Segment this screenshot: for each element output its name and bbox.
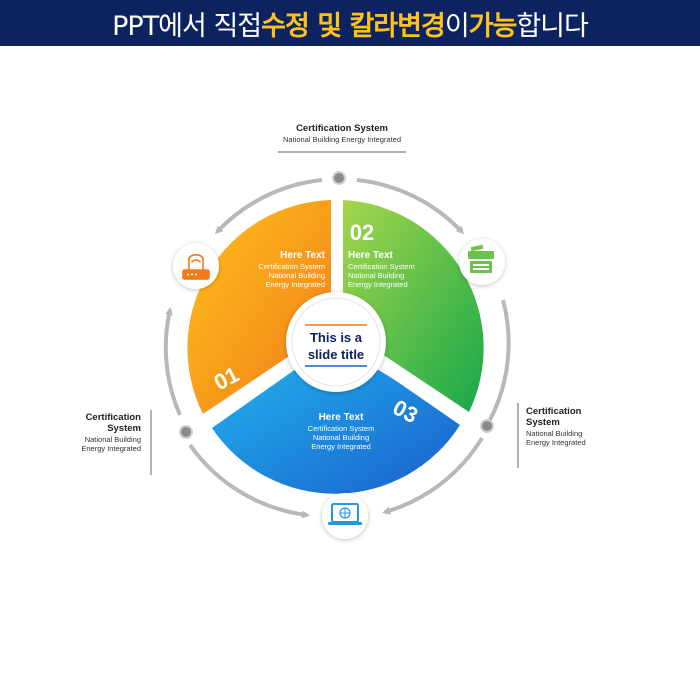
label-left-title1: Certification — [86, 412, 142, 423]
banner-text-2: 이 — [444, 10, 470, 42]
segment-02-sub2: National Building — [348, 271, 404, 280]
router-node — [173, 243, 219, 289]
label-right-sub2: Energy Integrated — [526, 438, 586, 447]
ring-arrow-right — [488, 299, 511, 421]
outer-ring — [163, 178, 511, 519]
ring-arrow-right-lower — [382, 436, 484, 515]
node-dot-left — [179, 425, 193, 439]
segment-02-sub1: Certification System — [348, 262, 415, 271]
center-circle — [291, 297, 381, 387]
segment-01-sub2: National Building — [269, 271, 325, 280]
label-right: Certification System National Building E… — [517, 403, 586, 468]
banner-highlight-1: 수정 및 칼라변경 — [261, 10, 446, 42]
segment-03-sub1: Certification System — [308, 424, 375, 433]
label-right-sub1: National Building — [526, 429, 582, 438]
label-left-sub2: Energy Integrated — [81, 444, 141, 453]
label-top: Certification System National Building E… — [278, 123, 406, 153]
label-left: Certification System National Building E… — [81, 410, 152, 475]
label-right-title1: Certification — [526, 406, 582, 417]
label-right-title2: System — [526, 417, 560, 428]
segment-02-title: Here Text — [348, 250, 394, 261]
label-left-title2: System — [107, 423, 141, 434]
printer-icon — [468, 244, 494, 273]
ring-arrow-top-right — [356, 178, 465, 235]
laptop-icon — [328, 503, 362, 525]
segment-03-sub3: Energy Integrated — [311, 442, 371, 451]
segment-01 — [187, 200, 331, 414]
center-title-line2: slide title — [308, 347, 364, 362]
segment-03 — [212, 340, 460, 494]
segment-02-sub3: Energy Integrated — [348, 280, 408, 289]
segment-03-title: Here Text — [319, 412, 365, 423]
node-dot-right — [480, 419, 494, 433]
segment-02 — [343, 200, 484, 412]
ring-arrow-top-left — [214, 178, 323, 235]
ring-arrow-left-lower — [188, 443, 310, 519]
segment-02-number: 02 — [350, 220, 374, 245]
label-left-sub1: National Building — [85, 435, 141, 444]
banner-text-1: PPT에서 직접 — [112, 10, 262, 42]
printer-node — [459, 239, 505, 285]
label-top-sub: National Building Energy Integrated — [283, 135, 401, 144]
laptop-node — [322, 493, 368, 539]
ring-arrow-left — [163, 307, 182, 416]
segment-01-sub3: Energy Integrated — [265, 280, 325, 289]
segment-01-sub1: Certification System — [258, 262, 325, 271]
segment-02-text: 02 Here Text Certification System Nation… — [348, 220, 415, 289]
banner-text-3: 합니다 — [516, 10, 589, 42]
node-dot-top — [332, 171, 346, 185]
banner-highlight-2: 가능 — [468, 10, 518, 42]
segment-03-sub2: National Building — [313, 433, 369, 442]
label-top-title: Certification System — [296, 123, 388, 134]
segment-01-title: Here Text — [280, 250, 326, 261]
center-title-line1: This is a — [310, 330, 363, 345]
